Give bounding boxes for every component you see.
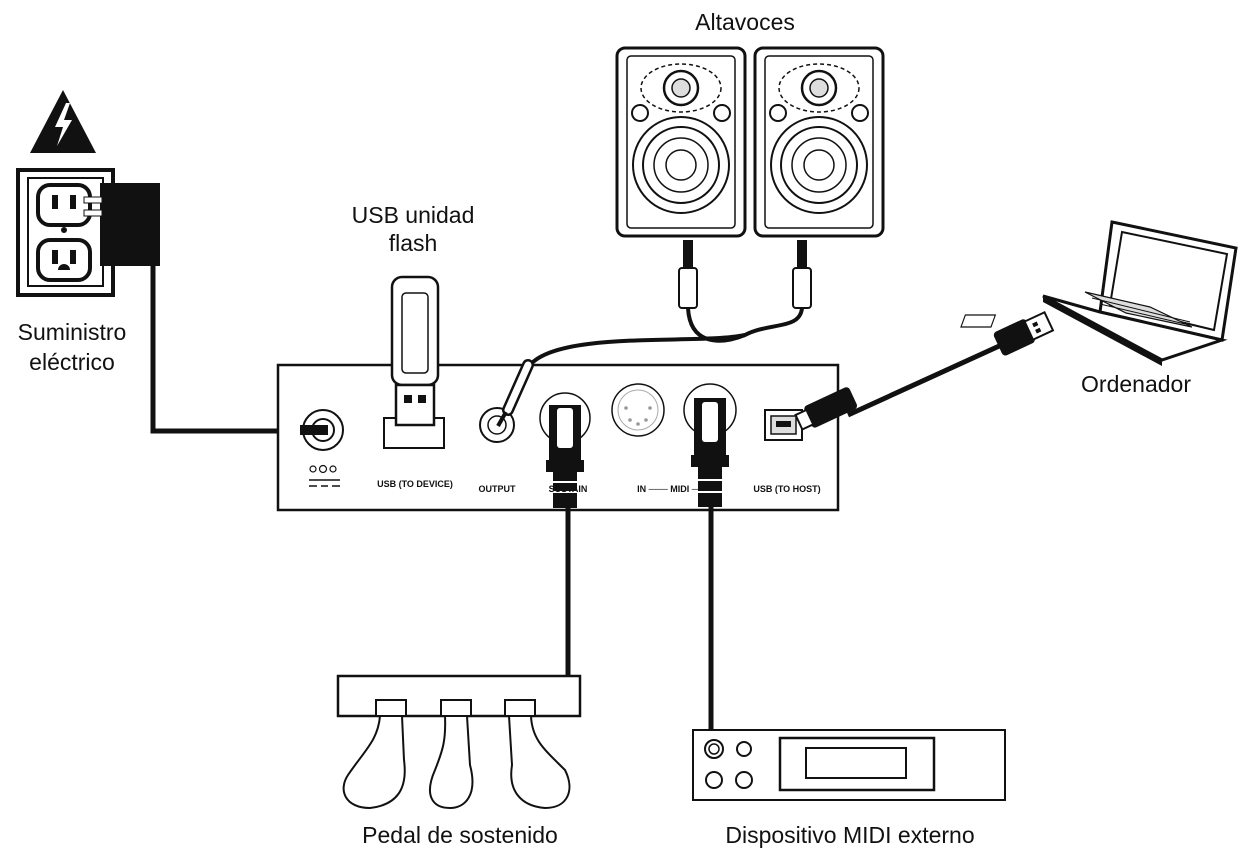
- output-label: OUTPUT: [479, 484, 517, 494]
- external-midi-device: [692, 729, 1006, 801]
- usb-to-host-label: USB (TO HOST): [753, 484, 820, 494]
- sustain-cable: [546, 405, 584, 676]
- midi-device-label: Dispositivo MIDI externo: [725, 822, 974, 848]
- usb-flash-drive: USB unidad flash: [352, 202, 475, 427]
- midi-out-port: [611, 383, 665, 437]
- midi-label: IN ─── MIDI ───: [637, 484, 711, 494]
- power-supply-label-1: Suministro: [18, 319, 127, 345]
- usb-host-cable: [794, 310, 1055, 431]
- pedal-left: [342, 699, 407, 810]
- pedal-middle: [429, 699, 474, 810]
- sustain-label: SUSTAIN: [549, 484, 588, 494]
- outlet-socket-top: [36, 183, 92, 227]
- power-supply-label-2: eléctrico: [29, 349, 115, 375]
- usb-flash-label-1: USB unidad: [352, 202, 475, 228]
- computer-label: Ordenador: [1081, 371, 1191, 397]
- midi-cable: [691, 398, 729, 730]
- speaker-left: [615, 46, 747, 238]
- power-cable: [150, 266, 310, 434]
- pedal-right: [504, 699, 571, 810]
- power-outlet-group: Suministro eléctrico: [16, 90, 160, 375]
- dc-polarity-icon: [309, 464, 340, 487]
- usb-flash-label-2: flash: [389, 230, 438, 256]
- lightning-bolt-icon: [55, 103, 72, 146]
- outlet-socket-bottom: [36, 238, 92, 282]
- usb-to-device-label: USB (TO DEVICE): [377, 479, 453, 489]
- pedal-label: Pedal de sostenido: [362, 822, 558, 848]
- power-adapter: [100, 183, 160, 266]
- speaker-right: [753, 46, 885, 238]
- laptop: [960, 220, 1238, 366]
- speaker-cable: [496, 240, 812, 427]
- speakers-label: Altavoces: [695, 9, 795, 35]
- sustain-pedal-unit: [336, 674, 582, 810]
